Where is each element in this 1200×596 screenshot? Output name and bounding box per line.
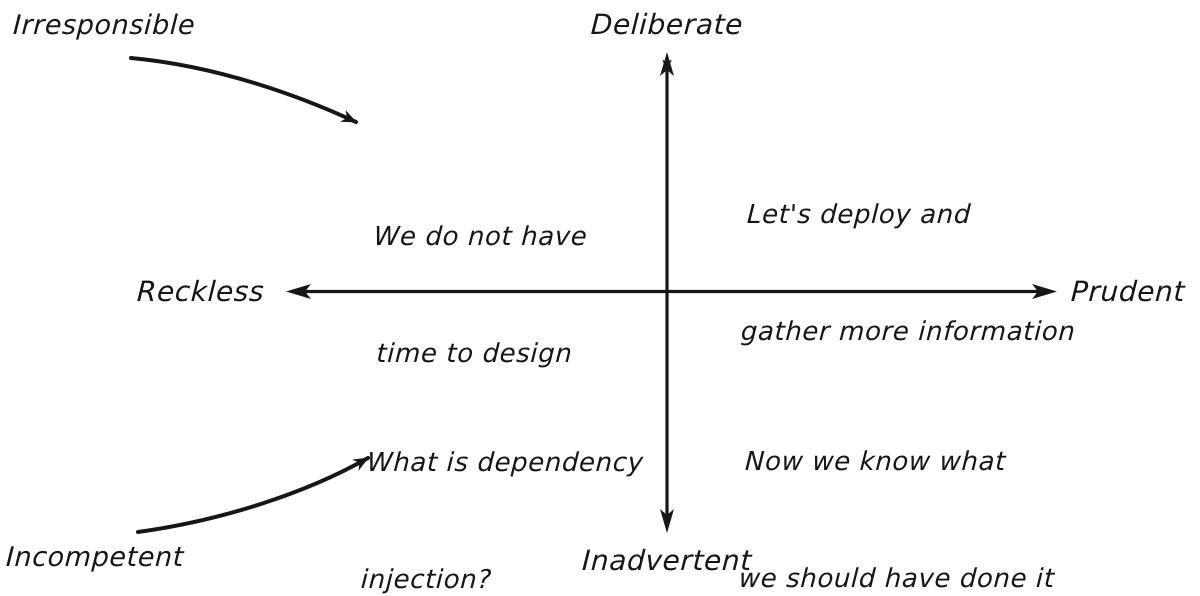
quadrant-note-line: Let's deploy and bbox=[746, 200, 972, 230]
corner-label-incompetent: Incompetent bbox=[5, 542, 185, 573]
quadrant-note-line: What is dependency bbox=[366, 448, 645, 478]
corner-label-irresponsible: Irresponsible bbox=[12, 10, 197, 41]
axis-label-deliberate: Deliberate bbox=[590, 8, 745, 41]
quadrant-note-line: we should have done it bbox=[738, 564, 1056, 594]
quadrant-note-line: We do not have bbox=[372, 222, 589, 252]
quadrant-note-line: Now we know what bbox=[744, 447, 1007, 477]
down-arrowhead bbox=[660, 509, 674, 533]
left-arrowhead bbox=[286, 284, 311, 299]
incompetent-curve bbox=[136, 456, 370, 534]
axis-label-reckless: Reckless bbox=[136, 275, 266, 308]
irresponsible-curve bbox=[129, 56, 358, 124]
right-arrowhead bbox=[1032, 284, 1057, 299]
quadrant-note-prudent-inadvertent: Now we know what we should have done it bbox=[734, 365, 1066, 596]
up-arrowhead bbox=[660, 52, 674, 76]
quadrant-note-line: gather more information bbox=[740, 317, 1077, 347]
quadrant-note-line: injection? bbox=[360, 565, 493, 595]
axis-label-prudent: Prudent bbox=[1070, 275, 1186, 308]
quadrant-note-reckless-inadvertent: What is dependency injection? bbox=[356, 366, 649, 596]
